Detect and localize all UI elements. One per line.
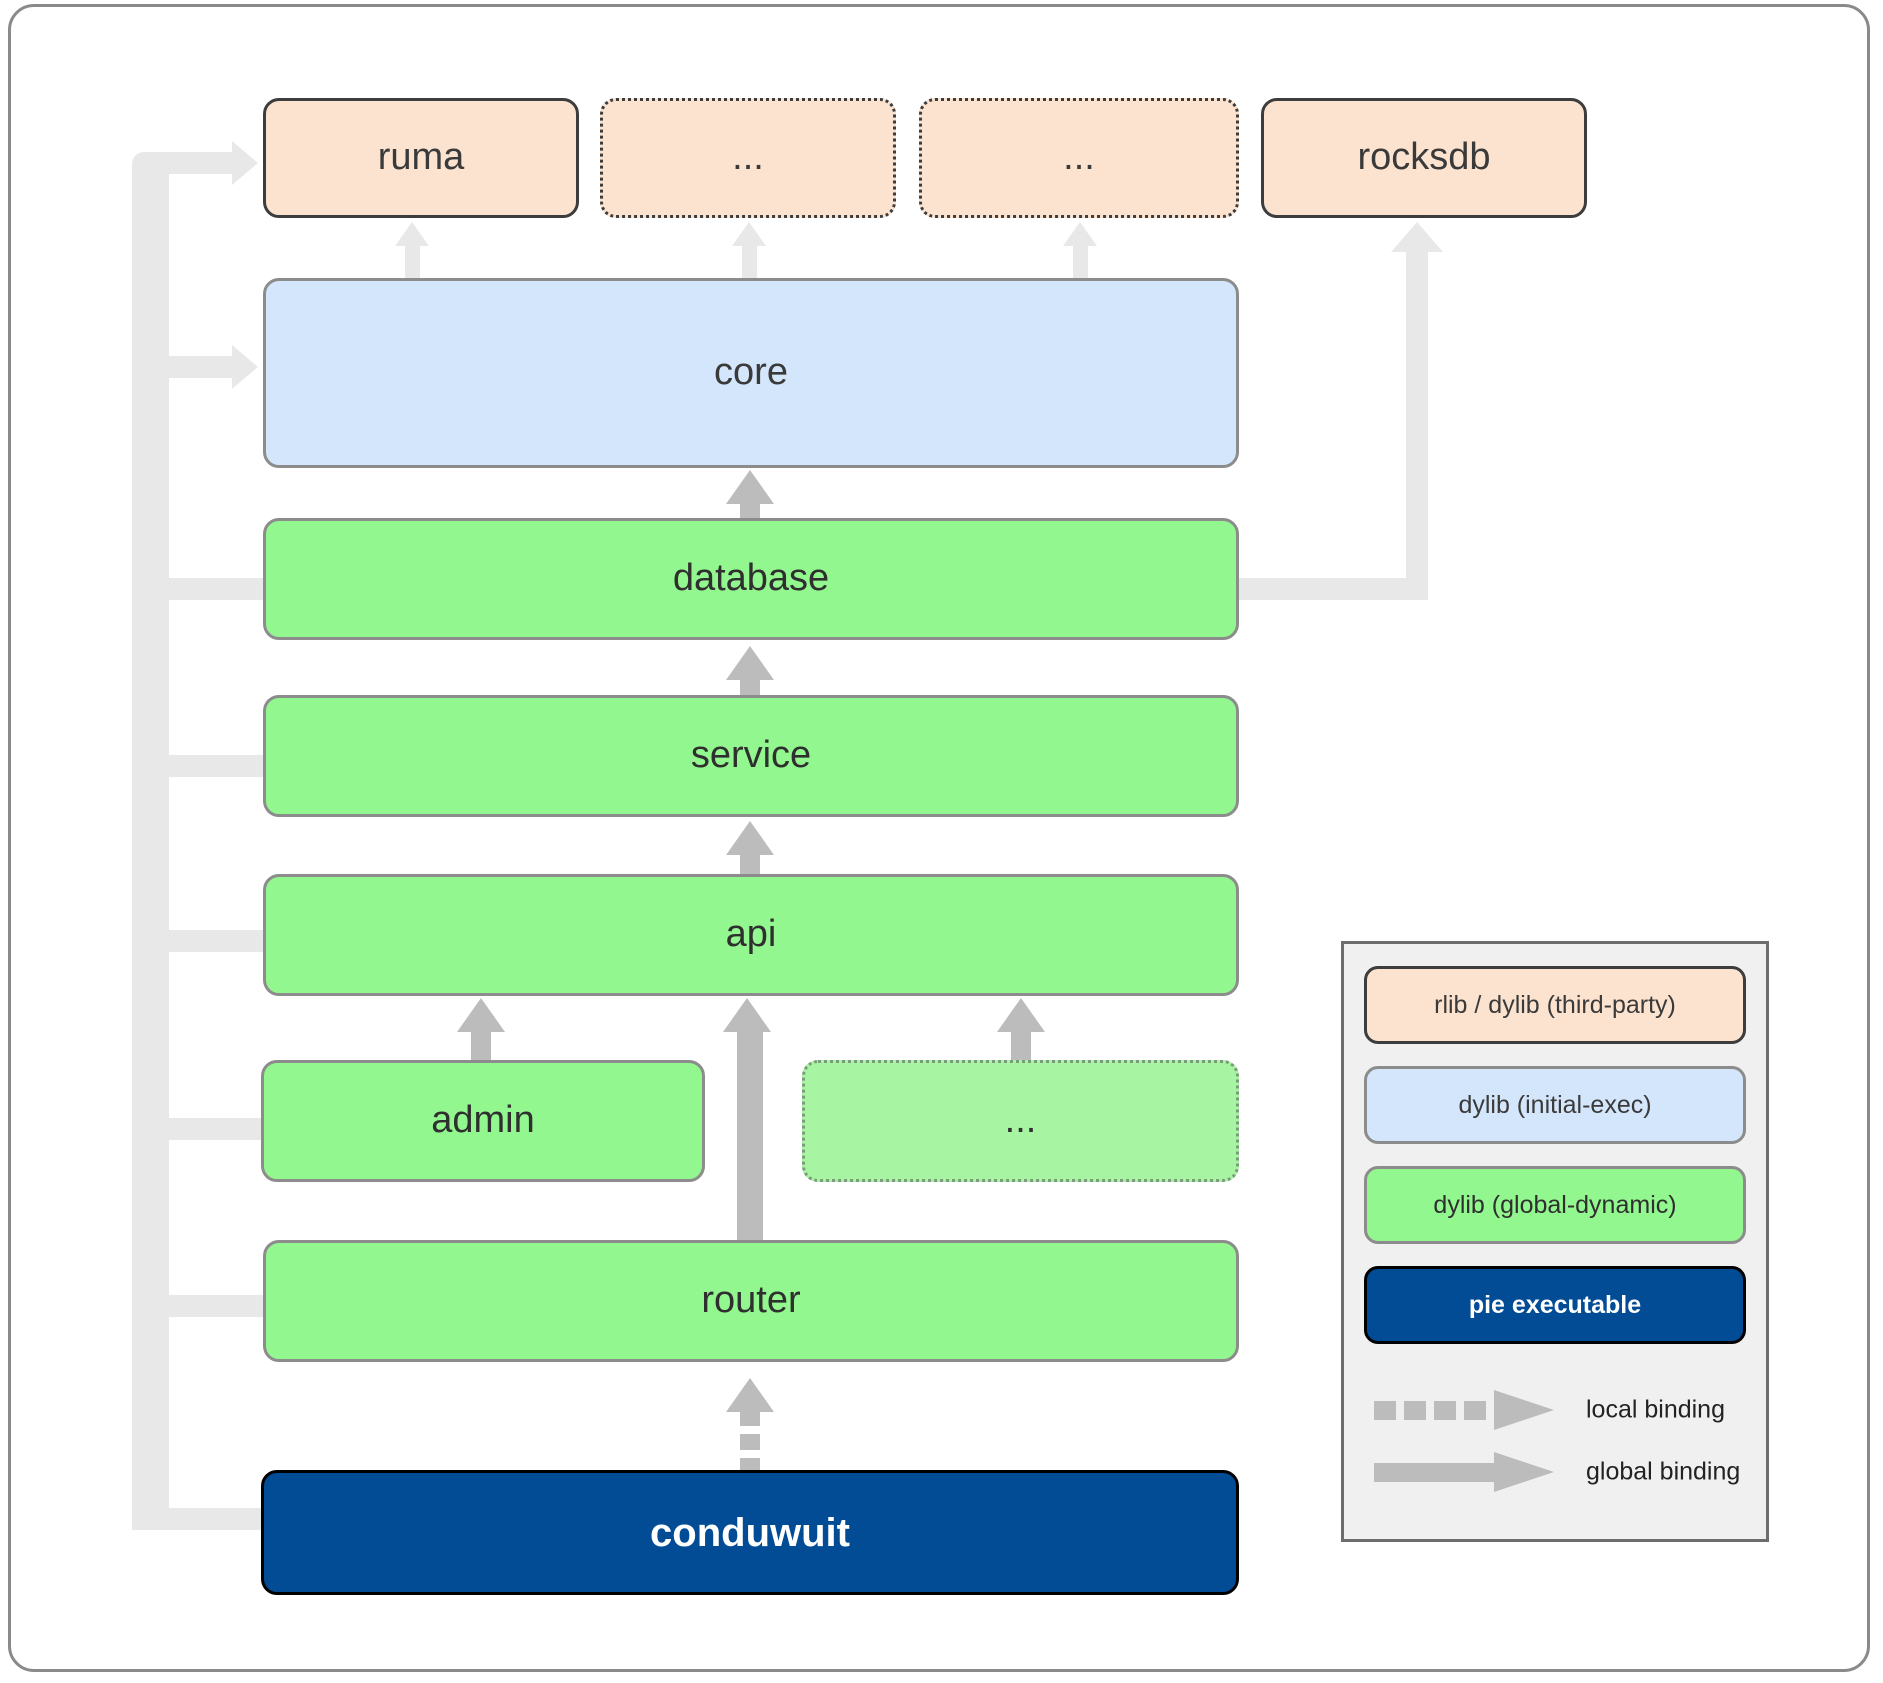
branch-to-api [155, 930, 267, 952]
database-to-rocksdb-vertical [1406, 250, 1428, 590]
branch-to-router [155, 1295, 267, 1317]
node-rocksdb[interactable]: rocksdb [1261, 98, 1587, 218]
legend-chip-global-dynamic-label: dylib (global-dynamic) [1433, 1190, 1677, 1219]
service-to-database-arrowhead [726, 646, 774, 680]
core-to-third-1-arrowhead [732, 222, 766, 246]
branch-to-admin [155, 1118, 267, 1140]
node-database-label: database [672, 557, 830, 600]
legend-panel: rlib / dylib (third-party) dylib (initia… [1341, 941, 1769, 1542]
api-ellipsis-to-api-arrowhead [997, 998, 1045, 1032]
branch-to-ruma [146, 152, 236, 174]
branch-to-core-arrowhead [232, 345, 258, 389]
legend-chip-pie-executable-label: pie executable [1468, 1290, 1642, 1319]
branch-to-conduwuit [132, 1508, 267, 1530]
node-third-ellipsis-1[interactable]: ... [600, 98, 896, 218]
node-conduwuit-label: conduwuit [650, 1510, 850, 1555]
node-core-label: core [714, 351, 788, 394]
node-service[interactable]: service [263, 695, 1239, 817]
core-to-third-1-shaft [742, 243, 757, 283]
local-binding-arrow-icon [1374, 1390, 1554, 1430]
node-router-label: router [701, 1279, 801, 1322]
database-to-rocksdb-arrowhead [1391, 222, 1443, 252]
router-to-api-shaft [737, 1028, 763, 1246]
legend-row-global-binding: global binding [1364, 1444, 1752, 1500]
legend-chip-third-party-label: rlib / dylib (third-party) [1434, 990, 1676, 1019]
node-service-label: service [690, 734, 812, 777]
database-to-core-arrowhead [726, 470, 774, 504]
node-admin-label: admin [431, 1099, 535, 1142]
node-api-label: api [725, 913, 777, 956]
node-database[interactable]: database [263, 518, 1239, 640]
node-api-ellipsis[interactable]: ... [802, 1060, 1239, 1182]
node-core[interactable]: core [263, 278, 1239, 468]
core-to-third-2-shaft [1073, 243, 1088, 283]
node-ruma[interactable]: ruma [263, 98, 579, 218]
legend-chip-global-dynamic: dylib (global-dynamic) [1364, 1166, 1746, 1244]
node-router[interactable]: router [263, 1240, 1239, 1362]
branch-to-service [155, 755, 267, 777]
legend-chip-initial-exec-label: dylib (initial-exec) [1458, 1090, 1652, 1119]
api-ellipsis-to-api-shaft [1011, 1028, 1031, 1068]
core-to-third-2-arrowhead [1063, 222, 1097, 246]
api-to-service-arrowhead [726, 821, 774, 855]
node-ruma-label: ruma [377, 136, 465, 179]
node-rocksdb-label: rocksdb [1357, 136, 1491, 179]
trunk-vertical [132, 166, 155, 1516]
node-third-ellipsis-2[interactable]: ... [919, 98, 1239, 218]
legend-global-binding-label: global binding [1586, 1457, 1741, 1486]
node-api[interactable]: api [263, 874, 1239, 996]
trunk-inner-vertical [155, 174, 169, 1530]
global-binding-arrow-icon [1374, 1452, 1554, 1492]
legend-chip-initial-exec: dylib (initial-exec) [1364, 1066, 1746, 1144]
core-to-ruma-shaft [405, 243, 420, 283]
admin-to-api-shaft [471, 1028, 491, 1068]
database-to-rocksdb-horizontal [1238, 578, 1428, 600]
node-api-ellipsis-label: ... [1004, 1099, 1037, 1142]
legend-chip-third-party: rlib / dylib (third-party) [1364, 966, 1746, 1044]
node-third-ellipsis-2-label: ... [1063, 136, 1095, 179]
admin-to-api-arrowhead [457, 998, 505, 1032]
legend-local-binding-label: local binding [1586, 1395, 1725, 1424]
conduwuit-to-router-shaft [740, 1410, 760, 1472]
router-to-api-arrowhead [723, 998, 771, 1032]
legend-chip-pie-executable: pie executable [1364, 1266, 1746, 1344]
branch-to-database [155, 578, 267, 600]
legend-row-local-binding: local binding [1364, 1382, 1752, 1438]
node-admin[interactable]: admin [261, 1060, 705, 1182]
node-conduwuit[interactable]: conduwuit [261, 1470, 1239, 1595]
conduwuit-to-router-arrowhead [726, 1378, 774, 1412]
core-to-ruma-arrowhead [395, 222, 429, 246]
branch-to-ruma-arrowhead [232, 141, 258, 185]
node-third-ellipsis-1-label: ... [732, 136, 764, 179]
branch-to-core [155, 356, 237, 378]
